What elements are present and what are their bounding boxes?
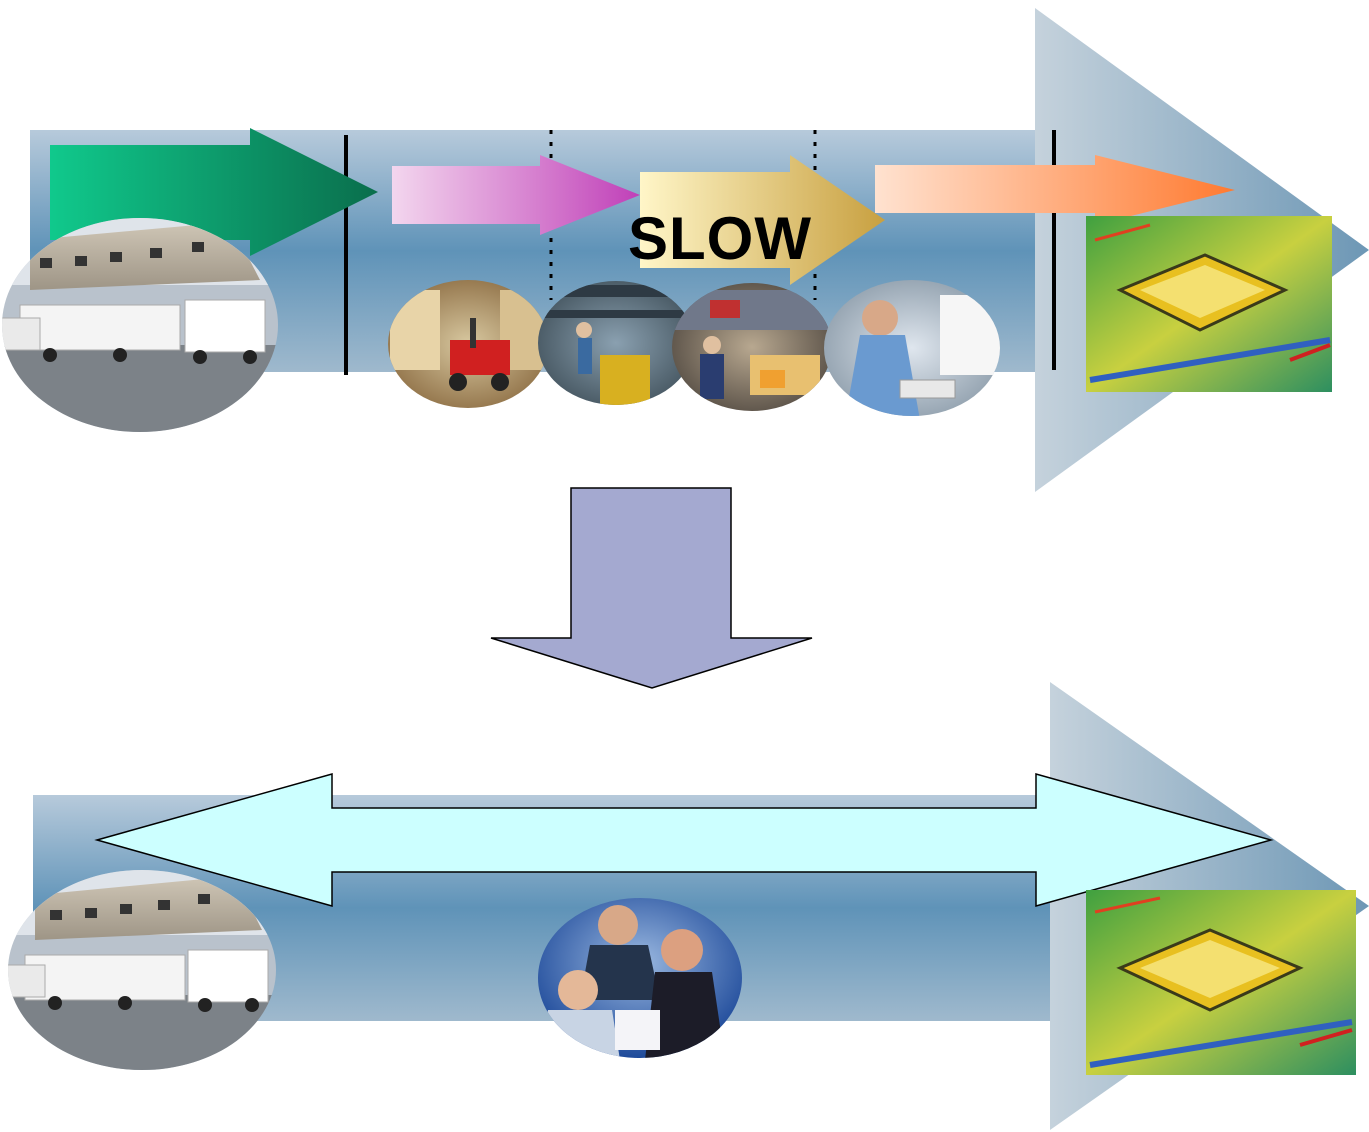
loading-dock-photo bbox=[672, 283, 832, 411]
business-team-photo bbox=[538, 898, 742, 1058]
circuit-chip-photo-bottom bbox=[1086, 890, 1356, 1075]
warehouse-trucks-photo-bottom bbox=[8, 870, 276, 1070]
businessman-phone-photo bbox=[824, 280, 1000, 416]
gold-stage-arrow bbox=[640, 155, 885, 285]
double-headed-arrow bbox=[94, 773, 1274, 907]
down-transition-arrow bbox=[490, 487, 813, 689]
warehouse-trucks-photo-top bbox=[2, 218, 278, 432]
slow-label: SLOW bbox=[628, 205, 812, 272]
circuit-chip-photo-top bbox=[1086, 216, 1332, 392]
pink-stage-arrow bbox=[392, 155, 640, 235]
orange-stage-arrow bbox=[875, 155, 1235, 225]
slow-label-container: SLOW bbox=[628, 205, 812, 272]
